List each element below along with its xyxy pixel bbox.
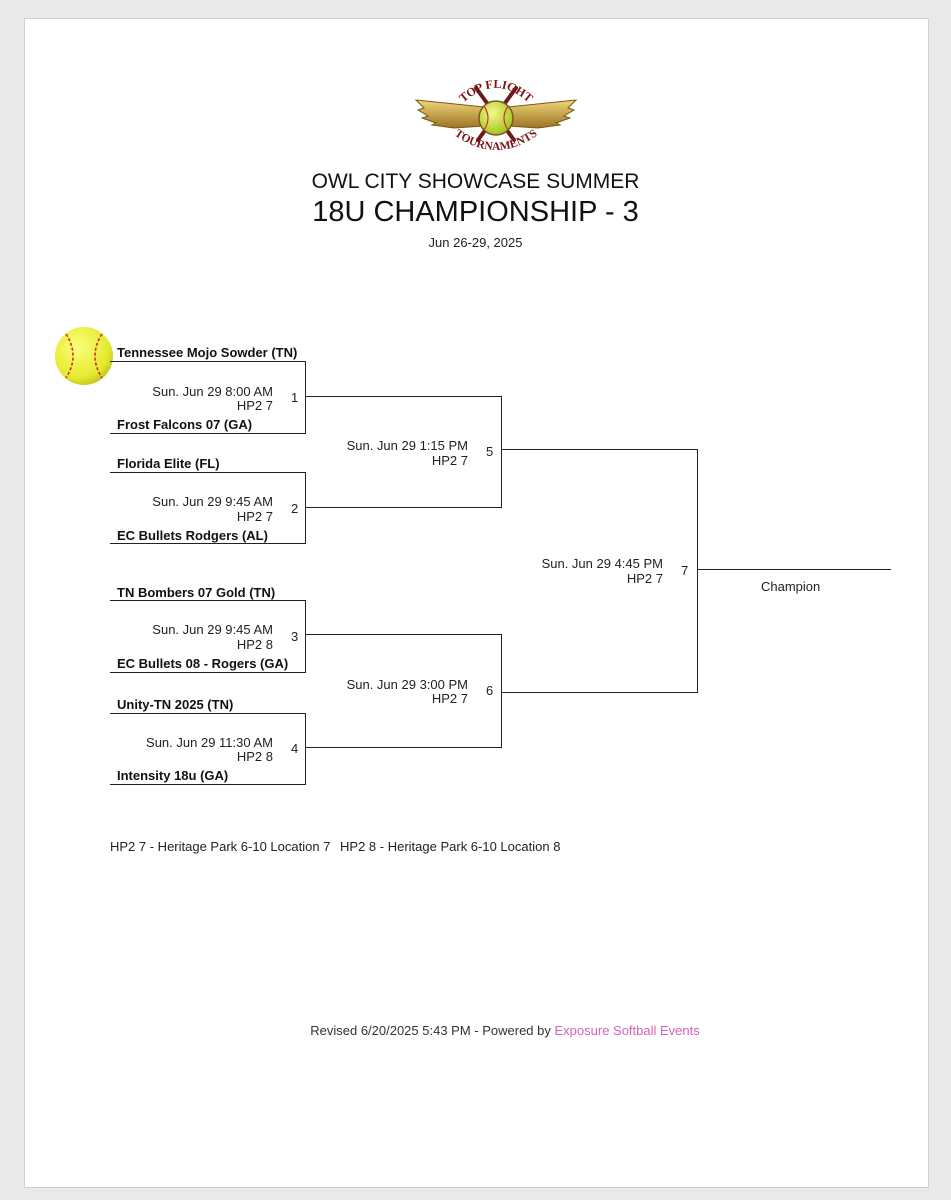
game-time: Sun. Jun 29 8:00 AM [152, 384, 273, 399]
bracket-line [110, 472, 306, 473]
event-dates: Jun 26-29, 2025 [428, 235, 523, 250]
bracket-line [306, 634, 502, 635]
bracket-line [698, 569, 891, 570]
bracket-line [305, 600, 306, 672]
champion-label: Champion [761, 579, 821, 594]
game-number: 2 [291, 501, 299, 516]
bracket-line [305, 361, 306, 433]
footer: Revised 6/20/2025 5:43 PM - Powered by E… [0, 1023, 951, 1038]
game-time: Sun. Jun 29 11:30 AM [146, 735, 273, 750]
game-number: 4 [291, 741, 299, 756]
bracket-line [110, 433, 306, 434]
exposure-link[interactable]: Exposure Softball Events [554, 1023, 700, 1038]
bracket-line [110, 672, 306, 673]
revised-text: Revised 6/20/2025 5:43 PM - Powered by [310, 1023, 551, 1038]
bracket-line [110, 543, 306, 544]
game-number: 7 [681, 563, 689, 578]
game-time: Sun. Jun 29 9:45 AM [152, 494, 273, 509]
game-number: 5 [486, 444, 494, 459]
bracket-line [502, 692, 698, 693]
event-name: OWL CITY SHOWCASE SUMMER [311, 170, 640, 193]
game-location: HP2 7 [431, 453, 468, 468]
game-location: HP2 7 [626, 571, 663, 586]
team-name: EC Bullets 08 - Rogers (GA) [117, 656, 289, 671]
legend-item: HP2 8 - Heritage Park 6-10 Location 8 [340, 839, 561, 854]
game-time: Sun. Jun 29 1:15 PM [346, 438, 468, 453]
game-location: HP2 7 [431, 691, 468, 706]
game-number: 6 [486, 683, 494, 698]
team-name: Unity-TN 2025 (TN) [117, 697, 234, 712]
bracket-line [306, 747, 502, 748]
team-name: Intensity 18u (GA) [117, 768, 229, 783]
game-location: HP2 7 [236, 509, 273, 524]
bracket-line [502, 449, 698, 450]
bracket-line [306, 507, 502, 508]
bracket-line [501, 634, 502, 747]
bracket-line [697, 449, 698, 692]
bracket-line [110, 600, 306, 601]
softball-icon [54, 326, 114, 386]
team-name: Tennessee Mojo Sowder (TN) [117, 345, 298, 360]
team-name: EC Bullets Rodgers (AL) [117, 528, 268, 543]
game-time: Sun. Jun 29 9:45 AM [152, 622, 273, 637]
game-number: 1 [291, 390, 299, 405]
bracket-line [110, 713, 306, 714]
bracket-page [24, 18, 929, 1188]
bracket-line [305, 713, 306, 784]
bracket-line [110, 361, 306, 362]
bracket-line [305, 472, 306, 543]
game-location: HP2 8 [236, 749, 273, 764]
team-name: Florida Elite (FL) [117, 456, 220, 471]
team-name: Frost Falcons 07 (GA) [117, 417, 253, 432]
game-location: HP2 8 [236, 637, 273, 652]
team-name: TN Bombers 07 Gold (TN) [117, 585, 276, 600]
game-location: HP2 7 [236, 398, 273, 413]
game-number: 3 [291, 629, 299, 644]
bracket-line [501, 396, 502, 507]
legend-item: HP2 7 - Heritage Park 6-10 Location 7 [110, 839, 331, 854]
game-time: Sun. Jun 29 3:00 PM [346, 677, 468, 692]
bracket-line [306, 396, 502, 397]
top-flight-logo: TOP FLIGHT TOURNAMENTS [414, 77, 578, 160]
location-legend: HP2 7 - Heritage Park 6-10 Location 7 HP… [110, 839, 566, 854]
bracket-line [110, 784, 306, 785]
division-title: 18U CHAMPIONSHIP - 3 [312, 196, 639, 228]
game-time: Sun. Jun 29 4:45 PM [541, 556, 663, 571]
